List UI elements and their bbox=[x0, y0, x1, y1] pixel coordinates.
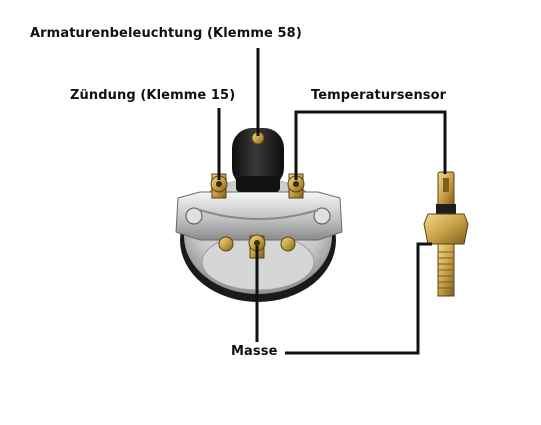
sensor-insulator bbox=[436, 204, 456, 214]
bracket-screw-left bbox=[185, 207, 203, 225]
bracket-screw-right bbox=[313, 207, 331, 225]
label-illumination: Armaturenbeleuchtung (Klemme 58) bbox=[30, 26, 302, 41]
temperature-sensor bbox=[423, 171, 469, 297]
lamp-socket-cap bbox=[232, 128, 284, 192]
label-ground: Masse bbox=[231, 344, 278, 359]
label-temperature-sensor: Temperatursensor bbox=[311, 88, 447, 103]
mounting-bracket bbox=[175, 191, 343, 241]
sensor-hex-nut bbox=[423, 213, 469, 245]
label-ignition: Zündung (Klemme 15) bbox=[70, 88, 236, 103]
terminal-temperature bbox=[287, 173, 305, 199]
wire-ground-sensor bbox=[285, 242, 432, 355]
wires bbox=[217, 48, 447, 355]
terminal-aux-left bbox=[218, 236, 234, 252]
terminal-aux-right bbox=[280, 236, 296, 252]
wire-temperature-sensor bbox=[294, 110, 447, 180]
